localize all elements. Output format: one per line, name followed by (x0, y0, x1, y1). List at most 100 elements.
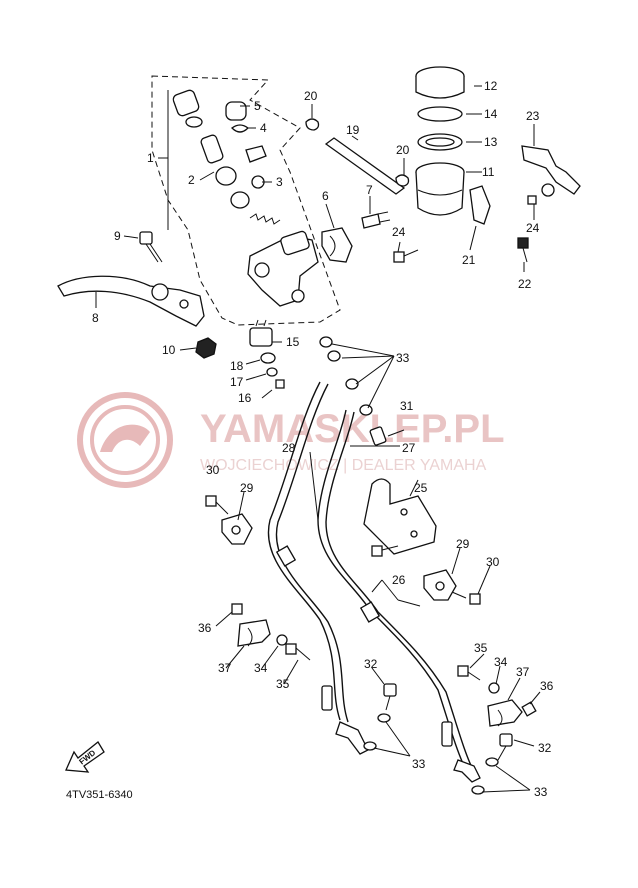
holder-bolt-right-icon (521, 701, 537, 717)
callout-28: 28 (282, 441, 296, 455)
guide-bolt-icon (371, 545, 399, 557)
callout-33a: 33 (396, 351, 410, 365)
holder-collar-left-icon (276, 634, 288, 646)
forward-arrow-icon: FWD (65, 741, 105, 773)
callout-29b: 29 (456, 537, 470, 551)
watermark-subtitle: WOJCIECHOWICZ | DEALER YAMAHA (200, 457, 487, 474)
callout-1: 1 (147, 151, 154, 165)
callout-34b: 34 (494, 655, 508, 669)
watermark: YAMASKLEP.PL WOJCIECHOWICZ | DEALER YAMA… (77, 392, 505, 488)
hose-guide (363, 478, 437, 555)
callout-25: 25 (414, 481, 428, 495)
watermark-logo-icon (77, 392, 173, 488)
callout-4: 4 (260, 121, 267, 135)
brake-lever (57, 275, 205, 327)
reservoir-hose (324, 137, 406, 195)
callout-7: 7 (366, 183, 373, 197)
holder-bolt-left-icon (231, 603, 243, 615)
hose-holder-left (237, 619, 271, 647)
o-ring-icon (266, 367, 278, 377)
callout-33b: 33 (412, 757, 426, 771)
callout-15: 15 (286, 335, 300, 349)
callout-16: 16 (238, 391, 252, 405)
bracket-screw-lower-icon (517, 237, 529, 263)
hose-clip-lower-icon (395, 174, 410, 187)
callout-32a: 32 (364, 657, 378, 671)
callout-27: 27 (402, 441, 416, 455)
lever-pivot-bolt-icon (139, 231, 163, 263)
callout-3: 3 (276, 175, 283, 189)
copper-washers (319, 336, 499, 795)
diaphragm (417, 133, 463, 151)
callout-19: 19 (346, 123, 360, 137)
callout-11: 11 (482, 165, 495, 179)
washer-icon (260, 352, 276, 364)
holder-collar-right-icon (488, 682, 500, 694)
callout-37b: 37 (516, 665, 530, 679)
reservoir-screw-icon (393, 249, 419, 263)
callout-18: 18 (230, 359, 244, 373)
callout-5: 5 (254, 99, 261, 113)
reservoir-holder (469, 185, 491, 225)
piston-kit (172, 89, 281, 225)
callout-24a: 24 (392, 225, 406, 239)
callout-37a: 37 (218, 661, 232, 675)
union-bolt-lower-right-icon (497, 733, 513, 761)
hose-clamp-bolt-right-icon (451, 591, 481, 605)
callout-36a: 36 (198, 621, 212, 635)
reservoir-tank (415, 162, 465, 216)
leader-lines (95, 85, 541, 793)
callout-6: 6 (322, 189, 329, 203)
watermark-title: YAMASKLEP.PL (200, 407, 505, 451)
holder-screw-left-icon (285, 643, 311, 661)
callout-20a: 20 (304, 89, 318, 103)
callout-30a: 30 (206, 463, 220, 477)
callout-35b: 35 (474, 641, 488, 655)
hose-clip-upper-icon (305, 118, 320, 131)
screw-icon (275, 379, 285, 389)
callout-17: 17 (230, 375, 244, 389)
callout-34a: 34 (254, 661, 268, 675)
assembly-boundary (151, 75, 341, 326)
union-bolt-icon (369, 426, 387, 446)
reservoir-bracket (521, 145, 581, 197)
callout-24b: 24 (526, 221, 540, 235)
callout-30b: 30 (486, 555, 500, 569)
callout-23: 23 (526, 109, 540, 123)
callout-22: 22 (518, 277, 532, 291)
reservoir-cap (415, 66, 465, 99)
callout-35a: 35 (276, 677, 290, 691)
diaphragm-plate (417, 106, 463, 122)
callout-13: 13 (484, 135, 498, 149)
callout-8: 8 (92, 311, 99, 325)
callout-33c: 33 (534, 785, 548, 799)
callout-12: 12 (484, 79, 498, 93)
holder-bolt-icon (361, 211, 391, 229)
master-cylinder-body (247, 230, 319, 307)
callout-9: 9 (114, 229, 121, 243)
callout-31: 31 (400, 399, 414, 413)
hose-holder-right (487, 699, 523, 727)
master-cylinder-holder (321, 227, 353, 263)
callouts: 1 2 3 4 5 6 7 8 9 10 11 12 13 14 15 16 1… (92, 79, 554, 799)
callout-21: 21 (462, 253, 476, 267)
lever-nut-icon (195, 337, 217, 359)
bracket-screw-upper-icon (527, 195, 537, 205)
brake-light-switch (249, 319, 273, 347)
callout-14: 14 (484, 107, 498, 121)
union-bolt-lower-left-icon (383, 683, 397, 711)
callout-36b: 36 (540, 679, 554, 693)
brake-hose-2 (317, 409, 481, 783)
callout-32b: 32 (538, 741, 552, 755)
callout-20b: 20 (396, 143, 410, 157)
callout-29a: 29 (240, 481, 254, 495)
hose-clamp-right (423, 569, 457, 601)
callout-2: 2 (188, 173, 195, 187)
holder-screw-right-icon (457, 665, 481, 681)
brake-hose-1 (267, 381, 369, 755)
callout-26: 26 (392, 573, 406, 587)
hose-clamp-left (221, 513, 253, 545)
diagram-code: 4TV351-6340 (66, 789, 133, 801)
